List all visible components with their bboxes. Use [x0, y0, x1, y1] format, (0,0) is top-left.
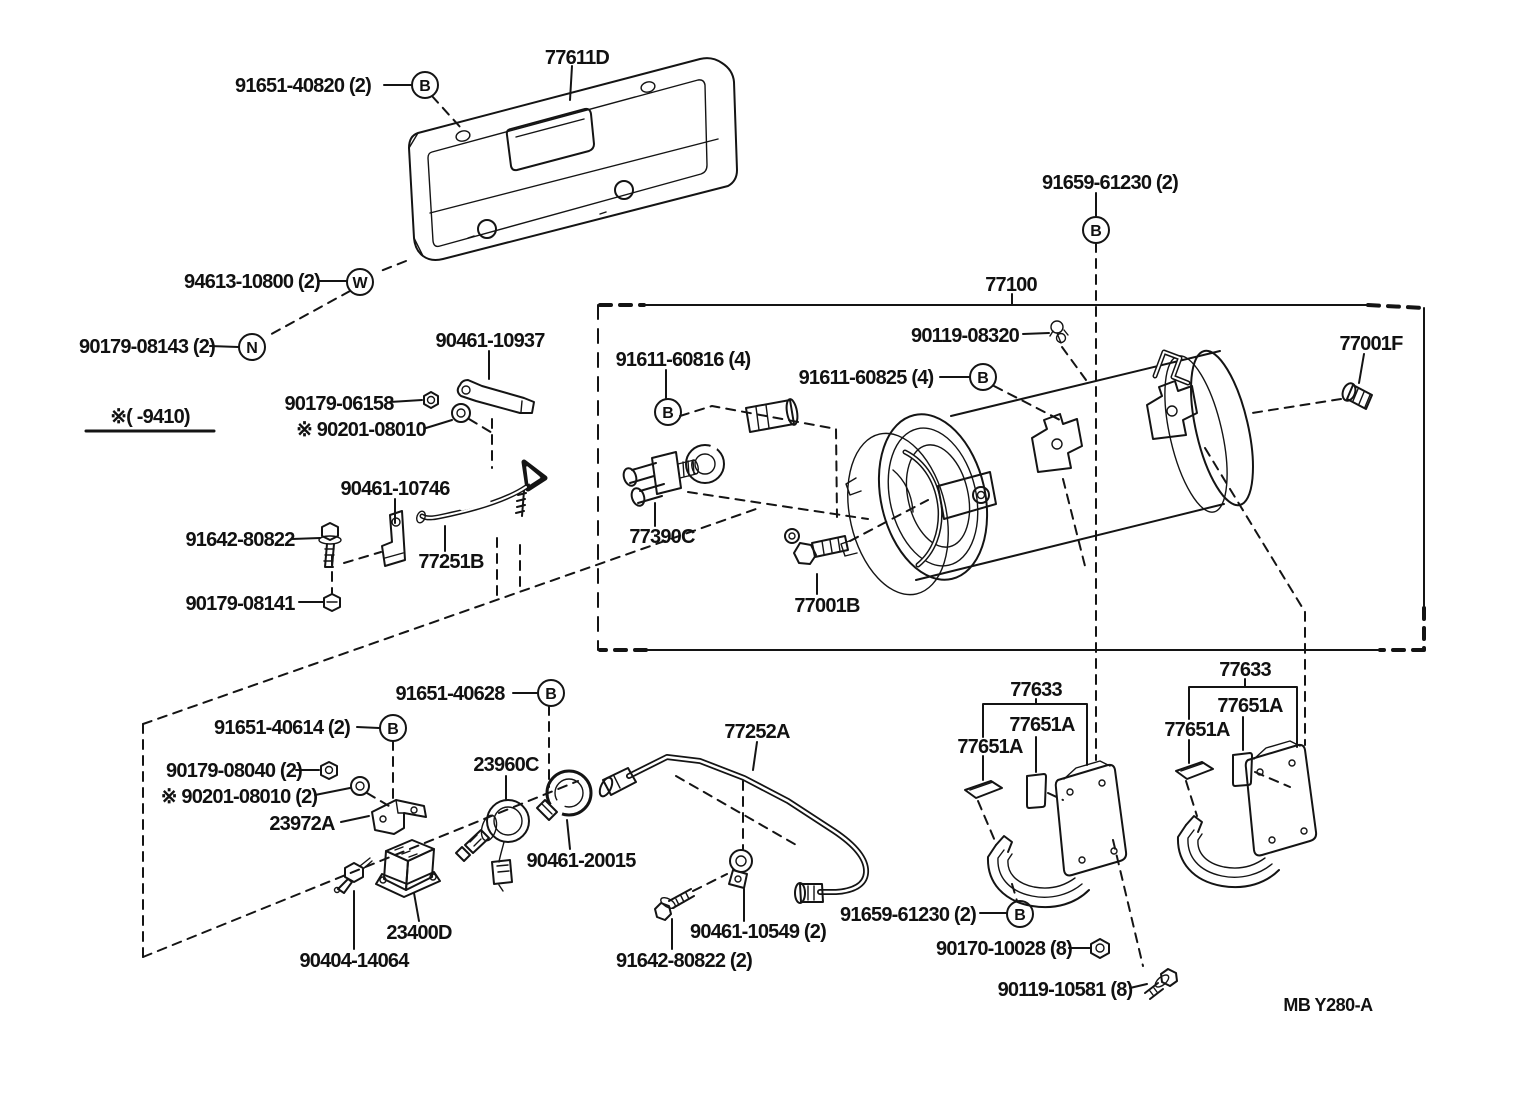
svg-text:B: B	[1014, 907, 1026, 924]
callout-b-60816: B	[654, 398, 682, 426]
part-label-91651-40820: 91651-40820 (2)	[235, 75, 371, 97]
nut-90179-08040-drawing	[320, 761, 338, 780]
part-label-90201-08010-2: ※ 90201-08010 (2)	[161, 786, 318, 808]
bolt-91642-80822-drawing	[318, 522, 342, 568]
part-label-91642-80822-2: 91642-80822 (2)	[616, 950, 752, 972]
rod-77251b-drawing	[416, 459, 548, 524]
part-label-91659-61230-top: 91659-61230 (2)	[1042, 172, 1178, 194]
elbow-pipe-drawing	[685, 398, 799, 484]
pad-77651a-left-inner	[1026, 773, 1047, 809]
part-label-77611d: 77611D	[545, 47, 610, 69]
pad-77651a-left-outer	[964, 780, 1003, 799]
screw-90119-08320-drawing	[1049, 320, 1069, 344]
pad-77651a-right-inner	[1232, 752, 1253, 787]
part-label-90461-10549: 90461-10549 (2)	[690, 921, 826, 943]
washer-90201-08010-drawing	[451, 403, 471, 423]
part-label-91659-61230-bottom: 91659-61230 (2)	[840, 904, 976, 926]
tank-bracket-front	[1031, 413, 1083, 473]
svg-text:B: B	[662, 405, 674, 422]
callout-b-40820: B	[411, 71, 439, 99]
plug-77001f-drawing	[1341, 382, 1373, 410]
callout-b-40614: B	[379, 714, 407, 742]
part-label-77651a-left-inner: 77651A	[1009, 714, 1075, 736]
part-label-91611-60816: 91611-60816 (4)	[616, 349, 751, 371]
part-label-90179-08143: 90179-08143 (2)	[79, 336, 215, 358]
sensor-23960c-drawing	[455, 799, 530, 892]
bolt-91642-80822-2-drawing	[654, 888, 695, 921]
part-label-91651-40614: 91651-40614 (2)	[214, 717, 350, 739]
svg-text:B: B	[387, 721, 399, 738]
pad-77651a-right-outer	[1175, 761, 1214, 780]
part-label-77633-left: 77633	[1010, 679, 1062, 701]
assembly-77100-box	[597, 293, 1426, 652]
note-9410: ※( -9410)	[110, 406, 190, 428]
callout-b-61230-top: B	[1082, 216, 1110, 244]
part-label-77001f: 77001F	[1339, 333, 1403, 355]
part-label-91642-80822: 91642-80822	[185, 529, 295, 551]
fuel-tank-drawing	[840, 349, 1254, 596]
part-label-90404-14064: 90404-14064	[299, 950, 410, 972]
part-label-91651-40628: 91651-40628	[395, 683, 505, 705]
part-label-90201-08010: ※ 90201-08010	[296, 419, 426, 441]
lever-90461-10937-drawing	[456, 379, 535, 414]
svg-text:B: B	[977, 370, 989, 387]
nut-90179-08141-drawing	[323, 593, 341, 612]
callout-w-94613: W	[346, 268, 374, 296]
callout-b-61230-bottom: B	[1006, 900, 1034, 928]
nut-90179-06158-drawing	[423, 391, 439, 409]
part-label-90119-10581: 90119-10581 (8)	[998, 979, 1133, 1001]
callout-b-60825: B	[969, 363, 997, 391]
part-label-94613-10800: 94613-10800 (2)	[184, 271, 320, 293]
part-label-77252a: 77252A	[724, 721, 790, 743]
svg-text:N: N	[246, 340, 258, 357]
leader-lines	[84, 65, 1365, 989]
part-label-90179-06158: 90179-06158	[284, 393, 394, 415]
part-label-77651a-right-outer: 77651A	[1164, 719, 1230, 741]
clamp-90461-10549-drawing	[728, 849, 753, 889]
part-label-90461-20015: 90461-20015	[526, 850, 636, 872]
part-label-77001b: 77001B	[794, 595, 860, 617]
svg-text:B: B	[545, 686, 557, 703]
band-bracket-77633-drawing	[986, 760, 1128, 909]
valve-77390c-drawing	[622, 451, 699, 507]
clamp-90461-20015-drawing	[536, 769, 593, 821]
svg-text:B: B	[419, 78, 431, 95]
part-label-90179-08040: 90179-08040 (2)	[166, 760, 302, 782]
part-label-77251b: 77251B	[418, 551, 484, 573]
part-label-90461-10937: 90461-10937	[435, 330, 545, 352]
sender-90404-14064-drawing	[333, 857, 373, 894]
pipe-77252a-drawing	[598, 754, 870, 904]
svg-text:W: W	[352, 275, 368, 292]
clamp-90461-10746-drawing	[381, 510, 406, 567]
solenoid-23400d-drawing	[375, 839, 441, 898]
part-label-77651a-left-outer: 77651A	[957, 736, 1023, 758]
letter-callouts: B W N B B B B B	[238, 71, 1110, 928]
drawing-code: MB Y280-A	[1283, 995, 1373, 1015]
part-label-91611-60825: 91611-60825 (4)	[799, 367, 934, 389]
part-label-90170-10028: 90170-10028 (8)	[936, 938, 1072, 960]
part-label-77633-right: 77633	[1219, 659, 1271, 681]
construction-dashed-lines	[142, 95, 1342, 967]
callout-n-08143: N	[238, 333, 266, 361]
callout-b-40628: B	[537, 679, 565, 707]
washer-90201-08010-2-drawing	[350, 776, 370, 796]
part-labels: 77611D 91651-40820 (2) 94613-10800 (2) 9…	[79, 47, 1404, 1015]
part-label-23972a: 23972A	[269, 813, 335, 835]
svg-text:B: B	[1090, 223, 1102, 240]
bolt-90119-10581-drawing	[1144, 968, 1178, 1000]
part-label-90179-08141: 90179-08141	[185, 593, 295, 615]
fitting-77001b-drawing	[784, 528, 849, 565]
part-label-77651a-right-inner: 77651A	[1217, 695, 1283, 717]
panel-77611d-drawing	[408, 57, 738, 261]
part-label-23400d: 23400D	[386, 922, 452, 944]
part-label-90119-08320: 90119-08320	[911, 325, 1020, 347]
part-label-90461-10746: 90461-10746	[340, 478, 450, 500]
bracket-23972a-drawing	[371, 799, 427, 835]
part-label-77100: 77100	[985, 274, 1037, 296]
nut-90170-10028-drawing	[1090, 938, 1110, 959]
part-label-23960c: 23960C	[473, 754, 539, 776]
part-label-77390c: 77390C	[629, 526, 695, 548]
tank-bracket-rear	[1146, 380, 1198, 440]
